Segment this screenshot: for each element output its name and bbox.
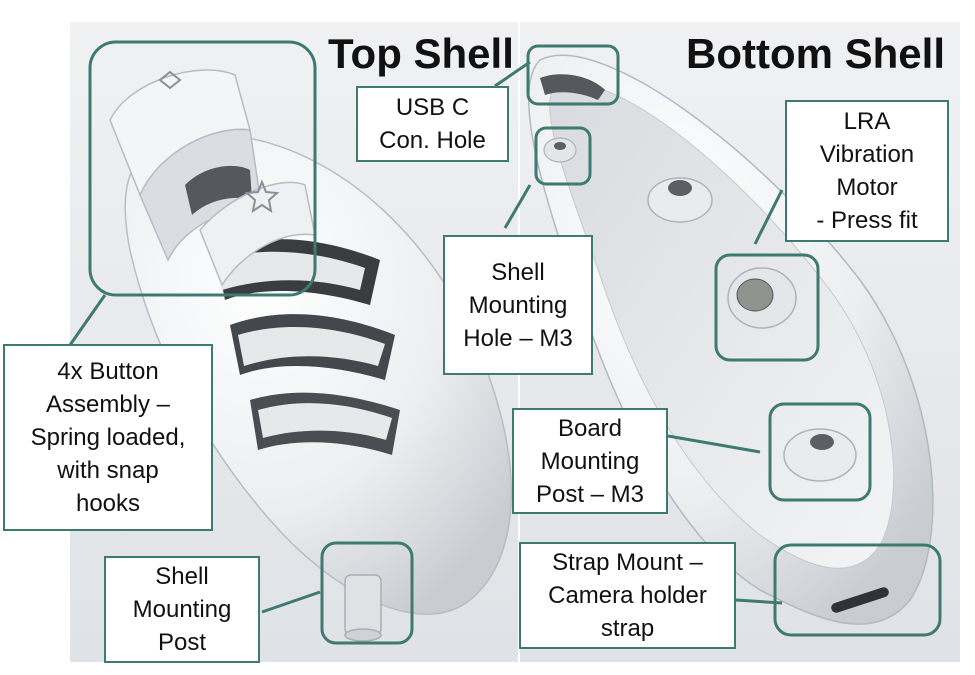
shell-post-label: Shell Mounting Post (104, 556, 260, 663)
callout-frames (88, 40, 942, 645)
leader-lines (68, 60, 784, 614)
button-assembly-label-text: 4x Button Assembly – Spring loaded, with… (30, 358, 186, 517)
shell-hole-label-text: Shell Mounting Hole – M3 (463, 258, 573, 352)
strap-mount-frame (773, 543, 942, 637)
top-shell-heading: Top Shell (328, 30, 514, 77)
shell-post-label-text: Shell Mounting Post (132, 563, 232, 656)
shell-hole-frame (534, 126, 592, 186)
button-assembly-label: 4x Button Assembly – Spring loaded, with… (3, 344, 213, 531)
button-assembly-frame (88, 40, 317, 297)
button-assembly-parts (109, 69, 316, 287)
usb-c-label: USB C Con. Hole (356, 86, 509, 162)
bottom-shell-body (527, 54, 934, 625)
lra-frame (714, 253, 820, 362)
usb-c-label-text: USB C Con. Hole (379, 94, 486, 154)
shell-hole-label: Shell Mounting Hole – M3 (443, 235, 593, 375)
board-post-label-text: Board Mounting Post – M3 (535, 414, 645, 508)
bottom-shell-heading: Bottom Shell (686, 30, 945, 77)
shell-post-frame (320, 541, 414, 645)
strap-mount-label-text: Strap Mount – Camera holder strap (548, 549, 707, 642)
shell-mounting-post (344, 574, 382, 642)
lra-label-text: LRA Vibration Motor - Press fit (816, 108, 918, 234)
board-post-label: Board Mounting Post – M3 (512, 408, 668, 514)
board-post-frame (768, 402, 872, 502)
lra-label: LRA Vibration Motor - Press fit (785, 100, 949, 242)
usb-c-frame (526, 44, 620, 106)
strap-mount-label: Strap Mount – Camera holder strap (519, 542, 736, 649)
